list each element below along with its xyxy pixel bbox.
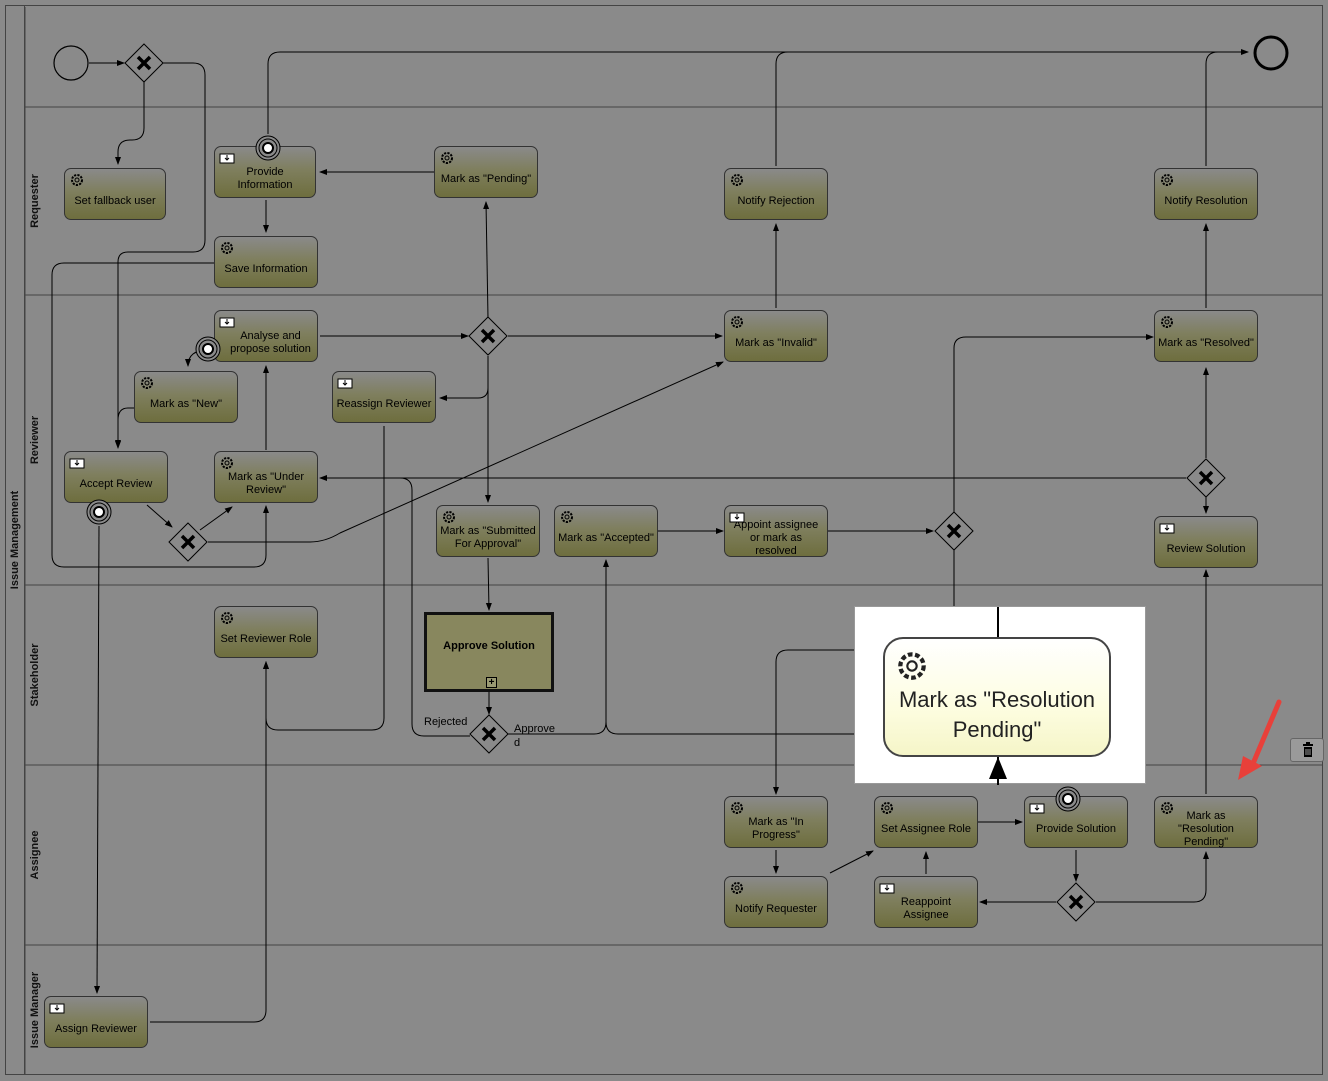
gateway-provide-solution[interactable] bbox=[1056, 882, 1096, 922]
gear-icon bbox=[141, 377, 153, 389]
gateway-start[interactable] bbox=[124, 43, 164, 83]
gear-icon bbox=[221, 457, 233, 469]
start-event[interactable] bbox=[53, 45, 89, 81]
gear-icon bbox=[561, 511, 573, 523]
task-mark-under-review[interactable]: Mark as "Under Review" bbox=[214, 451, 318, 503]
task-mark-new[interactable]: Mark as "New" bbox=[134, 371, 238, 423]
gear-icon bbox=[221, 612, 233, 624]
user-task-icon bbox=[69, 458, 85, 469]
gateway-appoint[interactable] bbox=[934, 511, 974, 551]
user-task-icon bbox=[1029, 803, 1045, 814]
task-reappoint-assignee[interactable]: Reappoint Assignee bbox=[874, 876, 978, 928]
gear-icon bbox=[221, 242, 233, 254]
task-save-information[interactable]: Save Information bbox=[214, 236, 318, 288]
task-mark-in-progress[interactable]: Mark as "In Progress" bbox=[724, 796, 828, 848]
gear-icon bbox=[731, 174, 743, 186]
user-task-icon bbox=[729, 512, 745, 523]
edge-label-approved-1: Approve bbox=[514, 723, 555, 735]
user-task-icon bbox=[49, 1003, 65, 1014]
task-reassign-reviewer[interactable]: Reassign Reviewer bbox=[332, 371, 436, 423]
gateway-analyse[interactable] bbox=[468, 316, 508, 356]
task-analyse-propose[interactable]: Analyse and propose solution bbox=[214, 310, 318, 362]
edge-label-approved-2: d bbox=[514, 737, 521, 749]
gear-icon bbox=[898, 652, 926, 680]
gateway-accept-review[interactable] bbox=[168, 522, 208, 562]
task-review-solution[interactable]: Review Solution bbox=[1154, 516, 1258, 568]
subprocess-approve-solution[interactable]: Approve Solution + bbox=[424, 612, 554, 692]
task-notify-resolution[interactable]: Notify Resolution bbox=[1154, 168, 1258, 220]
gear-icon bbox=[731, 882, 743, 894]
red-arrow-icon bbox=[1238, 699, 1282, 780]
gear-icon bbox=[1161, 316, 1173, 328]
timer-event-icon[interactable] bbox=[195, 336, 221, 362]
gear-icon bbox=[1161, 174, 1173, 186]
gear-icon bbox=[881, 802, 893, 814]
user-task-icon bbox=[337, 378, 353, 389]
timer-event-icon[interactable] bbox=[255, 135, 281, 161]
gear-icon bbox=[731, 316, 743, 328]
timer-event-icon[interactable] bbox=[86, 499, 112, 525]
task-mark-accepted[interactable]: Mark as "Accepted" bbox=[554, 505, 658, 557]
task-mark-invalid[interactable]: Mark as "Invalid" bbox=[724, 310, 828, 362]
gear-icon bbox=[443, 511, 455, 523]
zoom-callout: Mark as "Resolution Pending" bbox=[854, 606, 1146, 785]
timer-event-icon[interactable] bbox=[1055, 786, 1081, 812]
task-appoint-assignee[interactable]: Appoint assignee or mark as resolved bbox=[724, 505, 828, 557]
gear-icon bbox=[1161, 802, 1173, 814]
task-notify-rejection[interactable]: Notify Rejection bbox=[724, 168, 828, 220]
task-set-fallback-user[interactable]: Set fallback user bbox=[64, 168, 166, 220]
gear-icon bbox=[441, 152, 453, 164]
gateway-review-solution[interactable] bbox=[1186, 458, 1226, 498]
user-task-icon bbox=[1159, 523, 1175, 534]
user-task-icon bbox=[219, 317, 235, 328]
task-set-reviewer-role[interactable]: Set Reviewer Role bbox=[214, 606, 318, 658]
task-assign-reviewer[interactable]: Assign Reviewer bbox=[44, 996, 148, 1048]
task-mark-resolved[interactable]: Mark as "Resolved" bbox=[1154, 310, 1258, 362]
user-task-icon bbox=[879, 883, 895, 894]
task-mark-resolution-pending[interactable]: Mark as "Resolution Pending" bbox=[1154, 796, 1258, 848]
trash-icon bbox=[1303, 742, 1313, 757]
callout-task-mark-resolution-pending[interactable]: Mark as "Resolution Pending" bbox=[883, 637, 1111, 757]
callout-connectors bbox=[989, 607, 1007, 785]
gear-icon bbox=[71, 174, 83, 186]
end-event[interactable] bbox=[1253, 35, 1289, 71]
expand-icon[interactable]: + bbox=[486, 677, 497, 688]
gateway-approval[interactable] bbox=[469, 714, 509, 754]
gear-icon bbox=[731, 802, 743, 814]
task-accept-review[interactable]: Accept Review bbox=[64, 451, 168, 503]
user-task-icon bbox=[219, 153, 235, 164]
task-set-assignee-role[interactable]: Set Assignee Role bbox=[874, 796, 978, 848]
task-notify-requester[interactable]: Notify Requester bbox=[724, 876, 828, 928]
task-mark-pending[interactable]: Mark as "Pending" bbox=[434, 146, 538, 198]
task-mark-submitted[interactable]: Mark as "Submitted For Approval" bbox=[436, 505, 540, 557]
edge-label-rejected: Rejected bbox=[424, 716, 468, 728]
delete-button[interactable] bbox=[1290, 738, 1324, 762]
